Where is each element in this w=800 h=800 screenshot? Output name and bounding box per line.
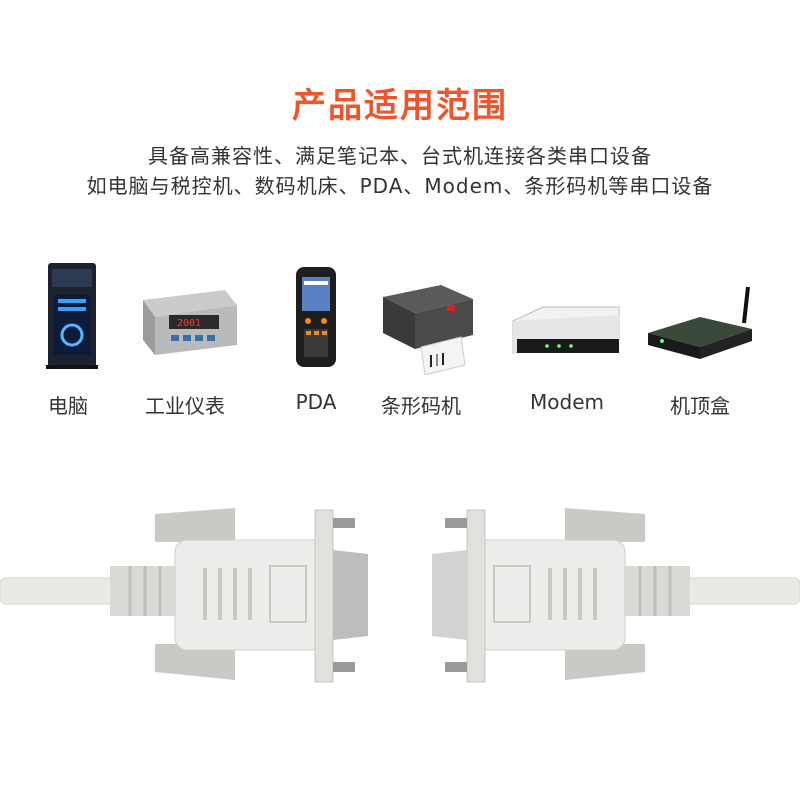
device-label: 工业仪表 (145, 394, 225, 418)
db9-connector-right (432, 508, 690, 683)
device-modem: Modem (507, 255, 627, 425)
pda-icon (296, 267, 336, 367)
device-label: 电脑 (48, 394, 88, 418)
svg-text:2001: 2001 (177, 318, 201, 329)
device-barcode-printer: 条形码机 (361, 255, 481, 425)
description-line-1: 具备高兼容性、满足笔记本、台式机连接各类串口设备 (148, 144, 652, 168)
device-label: PDA (295, 390, 337, 414)
description-line-2: 如电脑与税控机、数码机床、PDA、Modem、条形码机等串口设备 (86, 174, 714, 198)
db9-connector-left (110, 508, 368, 683)
barcode-printer-icon (383, 285, 473, 375)
device-label: Modem (530, 390, 604, 414)
device-label: 条形码机 (381, 394, 461, 418)
device-set-top-box: 机顶盒 (640, 255, 760, 425)
device-label: 机顶盒 (670, 394, 730, 418)
serial-cable-image (0, 508, 800, 683)
computer-tower-icon (46, 263, 98, 369)
device-industrial-meter: 2001 工业仪表 (125, 255, 245, 425)
device-pda: PDA (256, 255, 376, 425)
device-computer: 电脑 (8, 255, 128, 425)
set-top-box-icon (648, 286, 752, 359)
industrial-meter-icon: 2001 (143, 290, 237, 355)
modem-icon (512, 306, 620, 354)
page-title: 产品适用范围 (292, 86, 508, 126)
